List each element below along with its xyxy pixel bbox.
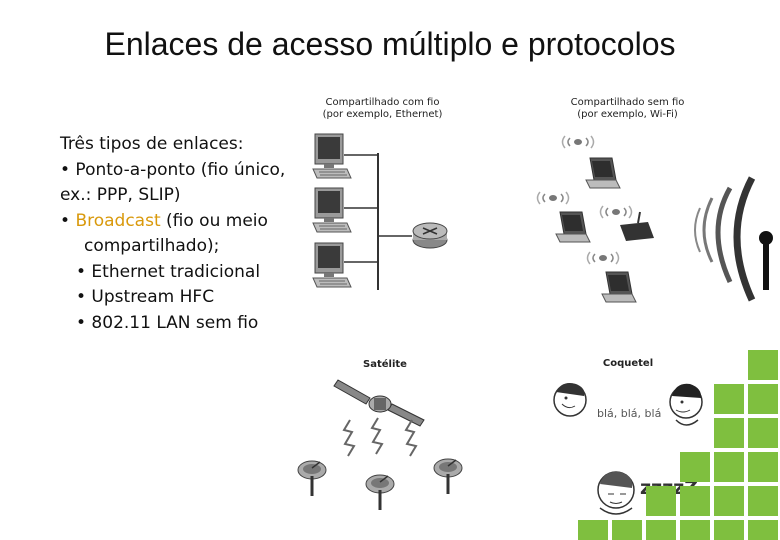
satellite-dish-icon [296, 459, 328, 498]
bullet-broadcast-cont: compartilhado); [84, 236, 220, 256]
sub-bullet-hfc: • Upstream HFC [76, 287, 215, 307]
satellite-dish-icon [364, 473, 396, 512]
wireless-signal-icon [561, 135, 595, 149]
bullet-broadcast: • Broadcast (fio ou meio [60, 209, 285, 235]
wired-title: Compartilhado com fio [325, 97, 440, 108]
router-icon [412, 222, 448, 249]
cocktail-caption: Coquetel [602, 358, 654, 369]
laptop-icon [585, 157, 621, 189]
wireless-network-diagram [536, 135, 773, 303]
pc-icon [312, 242, 352, 288]
broadcast-highlight: Broadcast [75, 210, 161, 231]
bullet-broadcast-prefix: • [60, 210, 76, 231]
wireless-title: Compartilhado sem fio [570, 97, 685, 108]
wired-network-diagram [312, 133, 448, 290]
tower-signal-icon [694, 176, 773, 302]
person-talking-icon [669, 383, 703, 426]
sub-bullet-wifi: • 802.11 LAN sem fio [76, 312, 259, 333]
laptop-icon [601, 271, 637, 303]
bullet-point-to-point-cont: ex.: PPP, SLIP) [60, 185, 181, 205]
intro-text: Três tipos de enlaces: [60, 134, 244, 154]
signal-bolt-icon [343, 419, 355, 457]
bullet-point-to-point: • Ponto-a-ponto (fio único, [60, 159, 286, 180]
person-sleeping-icon [597, 471, 635, 515]
sub-bullet-ethernet: • Ethernet tradicional [76, 261, 261, 282]
cocktail-diagram [553, 383, 703, 515]
satellite-diagram [296, 379, 464, 512]
chatter-text: blá, blá, blá [597, 407, 662, 420]
satellite-caption: Satélite [363, 359, 407, 370]
wireless-signal-icon [586, 251, 620, 265]
person-talking-icon [553, 383, 587, 417]
bullet-broadcast-rest: (fio ou meio [160, 210, 268, 231]
satellite-dish-icon [432, 457, 464, 496]
laptop-icon [555, 211, 591, 243]
access-point-icon [620, 211, 654, 241]
decorative-squares [578, 350, 778, 540]
signal-bolt-icon [371, 417, 383, 455]
wireless-signal-icon [536, 191, 570, 205]
wireless-signal-icon [599, 205, 633, 219]
bullet-list: Três tipos de enlaces: • Ponto-a-ponto (… [60, 132, 285, 336]
wired-subtitle: (por exemplo, Ethernet) [322, 109, 443, 120]
satellite-icon [333, 379, 425, 427]
wireless-subtitle: (por exemplo, Wi-Fi) [577, 109, 678, 120]
pc-icon [312, 133, 352, 179]
wired-caption: Compartilhado com fio (por exemplo, Ethe… [310, 97, 455, 121]
pc-icon [312, 187, 352, 233]
signal-bolt-icon [405, 419, 417, 457]
wireless-caption: Compartilhado sem fio (por exemplo, Wi-F… [555, 97, 700, 121]
slide-title: Enlaces de acesso múltiplo e protocolos [104, 26, 676, 62]
